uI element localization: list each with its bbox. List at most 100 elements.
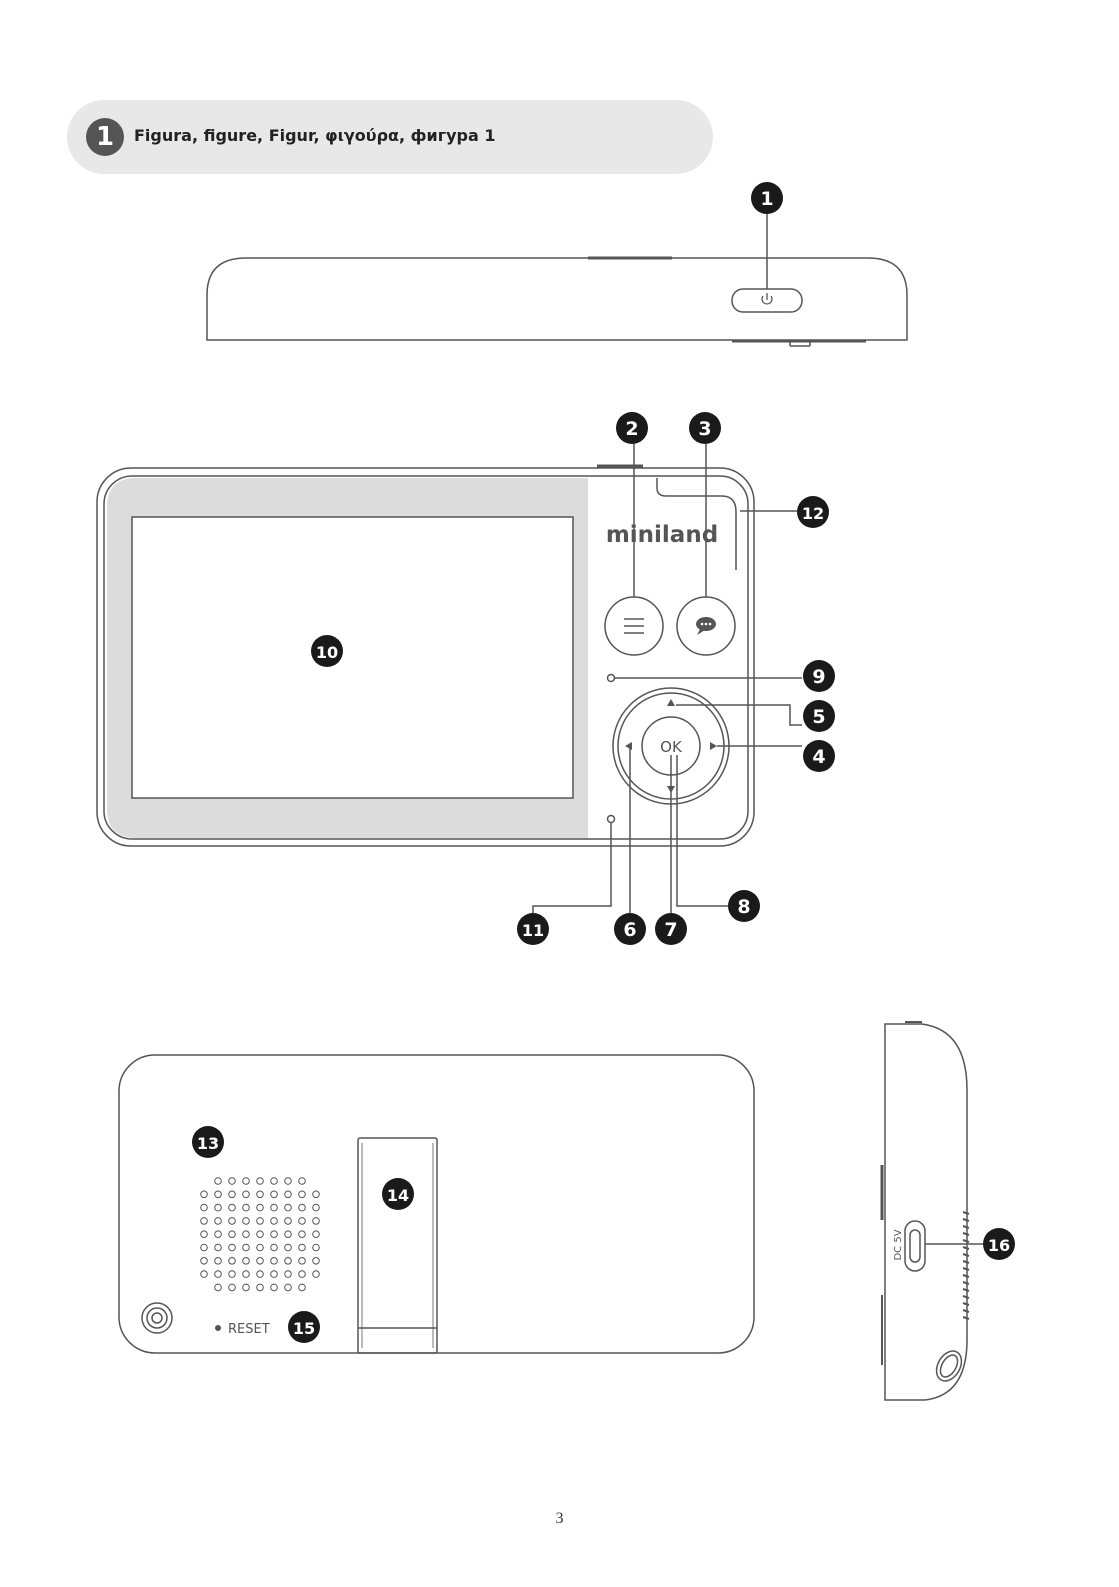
speech-bubble-icon [696, 617, 716, 635]
speaker-hole [229, 1178, 236, 1185]
callout-number: 15 [293, 1319, 315, 1338]
speaker-hole [313, 1244, 320, 1251]
callout-11: 11 [517, 913, 549, 945]
arrow-up-icon [667, 699, 675, 706]
talk-button [677, 597, 735, 655]
side-lanyard-loop [931, 1347, 966, 1386]
reset-label: RESET [228, 1322, 270, 1337]
speaker-hole [243, 1204, 250, 1211]
device-front-view: miniland OK [97, 444, 802, 913]
callout-number: 13 [197, 1134, 219, 1153]
grip-ridge [963, 1254, 969, 1256]
callout-number: 12 [802, 504, 824, 523]
callout-number: 10 [316, 643, 338, 662]
menu-icon [624, 619, 644, 633]
side-grip [963, 1212, 969, 1319]
speaker-hole [201, 1258, 208, 1265]
power-button [732, 289, 802, 312]
grip-ridge [963, 1282, 969, 1284]
callout-number: 1 [760, 188, 773, 210]
callout-8: 8 [728, 890, 760, 922]
speaker-hole [257, 1204, 264, 1211]
speaker-hole [243, 1191, 250, 1198]
speaker-hole [257, 1244, 264, 1251]
brand-logo: miniland [606, 522, 718, 548]
speaker-hole [257, 1191, 264, 1198]
page-number: 3 [0, 1510, 1119, 1528]
speaker-hole [271, 1191, 278, 1198]
speaker-hole [299, 1218, 306, 1225]
callout-number: 11 [522, 921, 544, 940]
speaker-hole [257, 1284, 264, 1291]
speaker-hole [299, 1231, 306, 1238]
callout-number: 7 [664, 919, 677, 941]
callout-number: 6 [623, 919, 636, 941]
callout-number: 3 [698, 418, 711, 440]
speaker-hole [285, 1204, 292, 1211]
speaker-hole [271, 1244, 278, 1251]
grip-ridge [963, 1240, 969, 1242]
speaker-hole [243, 1218, 250, 1225]
speaker-hole [257, 1271, 264, 1278]
speaker-hole [215, 1204, 222, 1211]
speaker-hole [313, 1258, 320, 1265]
speaker-hole [243, 1258, 250, 1265]
speaker-hole [271, 1204, 278, 1211]
device-back-view: RESET [119, 1055, 754, 1353]
grip-ridge [963, 1296, 969, 1298]
callout-4: 4 [803, 740, 835, 772]
speaker-hole [271, 1231, 278, 1238]
speaker-hole [285, 1284, 292, 1291]
ok-label: OK [660, 738, 683, 756]
grip-ridge [963, 1233, 969, 1235]
speaker-hole [299, 1244, 306, 1251]
speaker-hole [215, 1191, 222, 1198]
grip-ridge [963, 1310, 969, 1312]
callout-number: 16 [988, 1236, 1010, 1255]
callout-16: 16 [983, 1228, 1015, 1260]
callout-2: 2 [616, 412, 648, 444]
speaker-hole [285, 1258, 292, 1265]
speaker-hole [285, 1271, 292, 1278]
speaker-hole [313, 1271, 320, 1278]
callout-number: 2 [625, 418, 638, 440]
arrow-right-icon [710, 742, 717, 750]
speaker-hole [299, 1191, 306, 1198]
callout-10: 10 [311, 635, 343, 667]
grip-ridge [963, 1303, 969, 1305]
speaker-hole [229, 1258, 236, 1265]
speaker-hole [285, 1218, 292, 1225]
speaker-hole [285, 1244, 292, 1251]
callout-5: 5 [803, 700, 835, 732]
grip-ridge [963, 1219, 969, 1221]
callout-12: 12 [797, 496, 829, 528]
speaker-hole [285, 1191, 292, 1198]
callout-3: 3 [689, 412, 721, 444]
speaker-hole [201, 1191, 208, 1198]
speaker-hole [229, 1244, 236, 1251]
grip-ridge [963, 1226, 969, 1228]
callout-6: 6 [614, 913, 646, 945]
speaker-hole [313, 1231, 320, 1238]
speaker-hole [215, 1244, 222, 1251]
callout-13: 13 [192, 1126, 224, 1158]
speaker-hole [229, 1271, 236, 1278]
callout-1: 1 [751, 182, 783, 214]
grip-ridge [963, 1261, 969, 1263]
grip-ridge [963, 1275, 969, 1277]
speaker-hole [313, 1204, 320, 1211]
speaker-hole [299, 1258, 306, 1265]
speaker-hole [229, 1284, 236, 1291]
speaker-hole [271, 1178, 278, 1185]
speaker-hole [299, 1271, 306, 1278]
speaker-hole [229, 1191, 236, 1198]
speaker-hole [243, 1231, 250, 1238]
callout-15: 15 [288, 1311, 320, 1343]
callout-number: 14 [387, 1186, 409, 1205]
speaker-grille [201, 1178, 320, 1291]
speaker-hole [201, 1244, 208, 1251]
power-icon [762, 293, 772, 304]
speaker-hole [243, 1271, 250, 1278]
grip-ridge [963, 1268, 969, 1270]
